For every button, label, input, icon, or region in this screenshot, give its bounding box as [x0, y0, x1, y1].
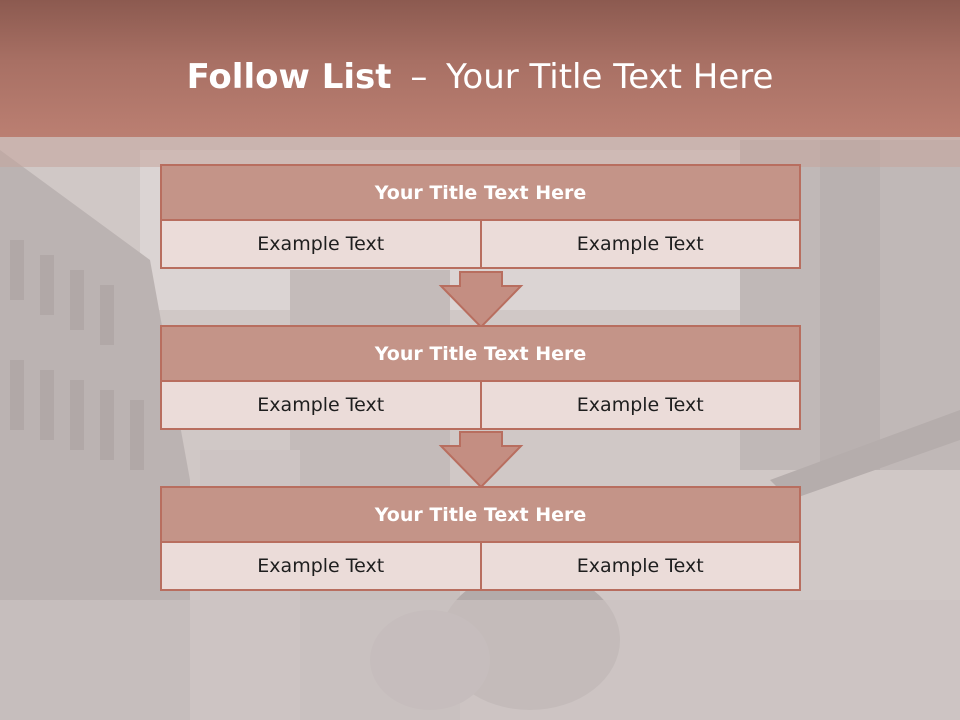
header-band — [0, 0, 960, 137]
slide-title: Follow List – Your Title Text Here — [0, 57, 960, 97]
block-cell-left: Example Text — [160, 380, 482, 430]
block-title: Your Title Text Here — [160, 486, 801, 543]
block-cell-left: Example Text — [160, 219, 482, 269]
block-row: Example Text Example Text — [160, 541, 801, 591]
block-cell-right: Example Text — [479, 219, 801, 269]
block-cell-right: Example Text — [479, 541, 801, 591]
down-arrow-icon — [438, 271, 524, 329]
block-cell-right: Example Text — [479, 380, 801, 430]
list-block-3: Your Title Text Here Example Text Exampl… — [160, 486, 801, 591]
slide-title-rest: Your Title Text Here — [446, 57, 774, 97]
header-fade-strip — [0, 137, 960, 167]
block-row: Example Text Example Text — [160, 380, 801, 430]
slide-title-strong: Follow List — [186, 57, 392, 97]
slide-title-dash: – — [410, 57, 428, 97]
down-arrow-icon — [438, 431, 524, 489]
block-title: Your Title Text Here — [160, 164, 801, 221]
list-block-2: Your Title Text Here Example Text Exampl… — [160, 325, 801, 430]
block-row: Example Text Example Text — [160, 219, 801, 269]
block-title: Your Title Text Here — [160, 325, 801, 382]
block-cell-left: Example Text — [160, 541, 482, 591]
list-block-1: Your Title Text Here Example Text Exampl… — [160, 164, 801, 269]
